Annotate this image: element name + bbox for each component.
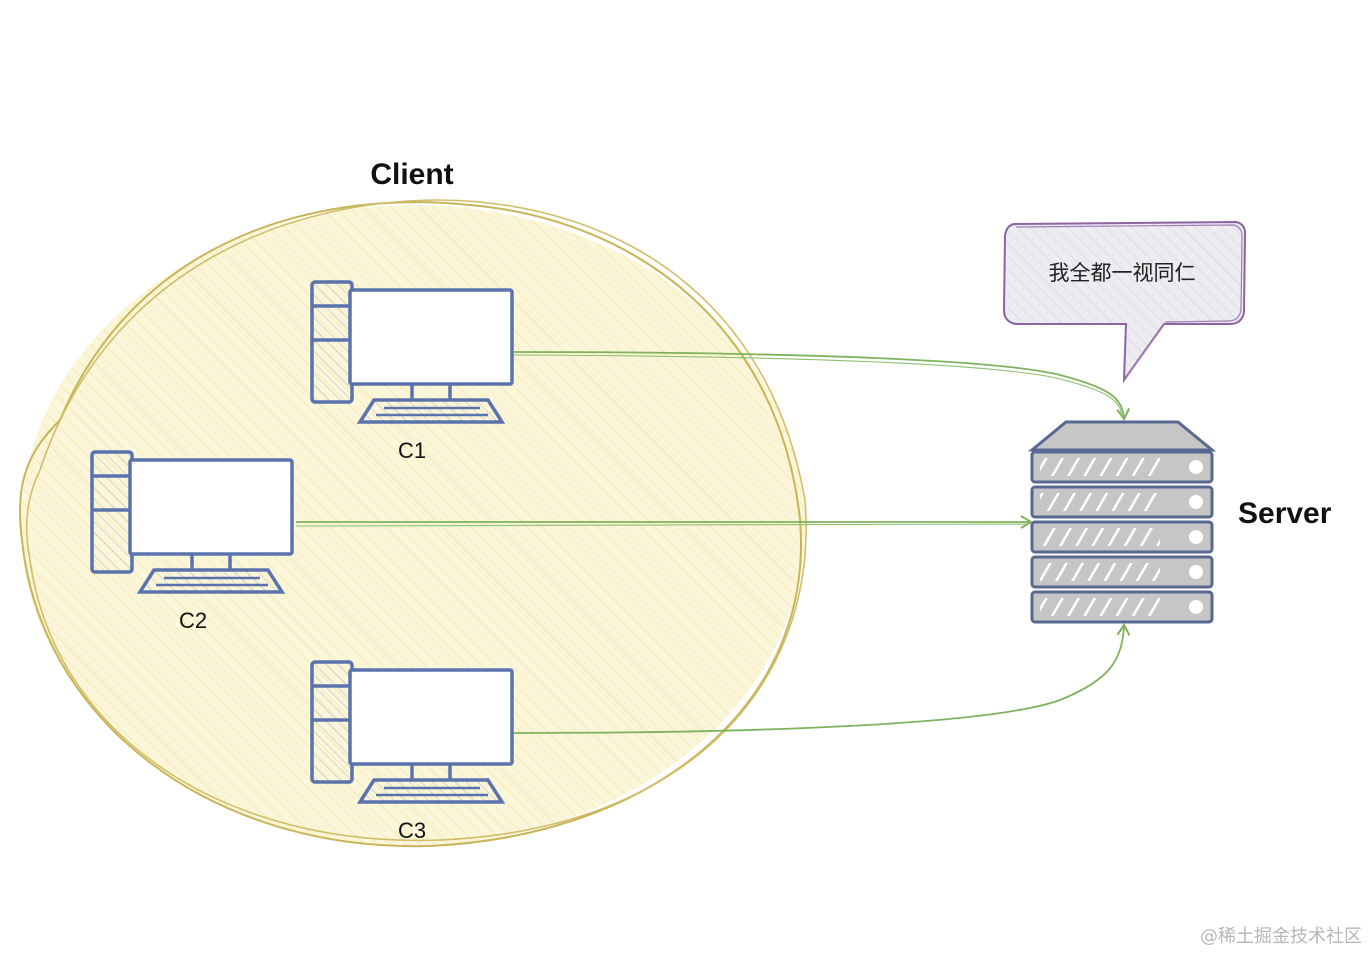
speech-bubble: 我全都一视同仁	[1002, 220, 1247, 384]
computer-c2-label: C2	[179, 608, 207, 633]
client-area	[18, 199, 807, 848]
monitor-icon	[348, 288, 514, 386]
server-label: Server	[1238, 497, 1332, 530]
speech-bubble-text: 我全都一视同仁	[1049, 261, 1196, 285]
monitor-icon	[128, 458, 294, 556]
tower-icon	[310, 280, 354, 404]
computer-c1	[310, 280, 514, 424]
tower-icon	[310, 660, 354, 784]
watermark: @稀土掘金技术社区	[1200, 926, 1362, 947]
server-icon	[1027, 420, 1217, 624]
keyboard-icon	[356, 398, 506, 424]
keyboard-icon	[356, 778, 506, 804]
arrow-c3-to-server	[513, 623, 1131, 734]
client-title: Client	[370, 158, 453, 191]
tower-icon	[90, 450, 134, 574]
connection-arrows	[295, 351, 1131, 734]
computer-c3-label: C3	[398, 818, 426, 843]
computer-c2	[90, 450, 294, 594]
server-unit	[1030, 485, 1214, 519]
arrow-c1-to-server	[513, 351, 1130, 421]
server-unit	[1030, 590, 1214, 624]
computer-c1-label: C1	[398, 438, 426, 463]
server-unit	[1030, 520, 1214, 554]
server-unit	[1030, 555, 1214, 589]
monitor-icon	[348, 668, 514, 766]
computer-c3	[310, 660, 514, 804]
server-unit	[1030, 450, 1214, 484]
keyboard-icon	[136, 568, 286, 594]
